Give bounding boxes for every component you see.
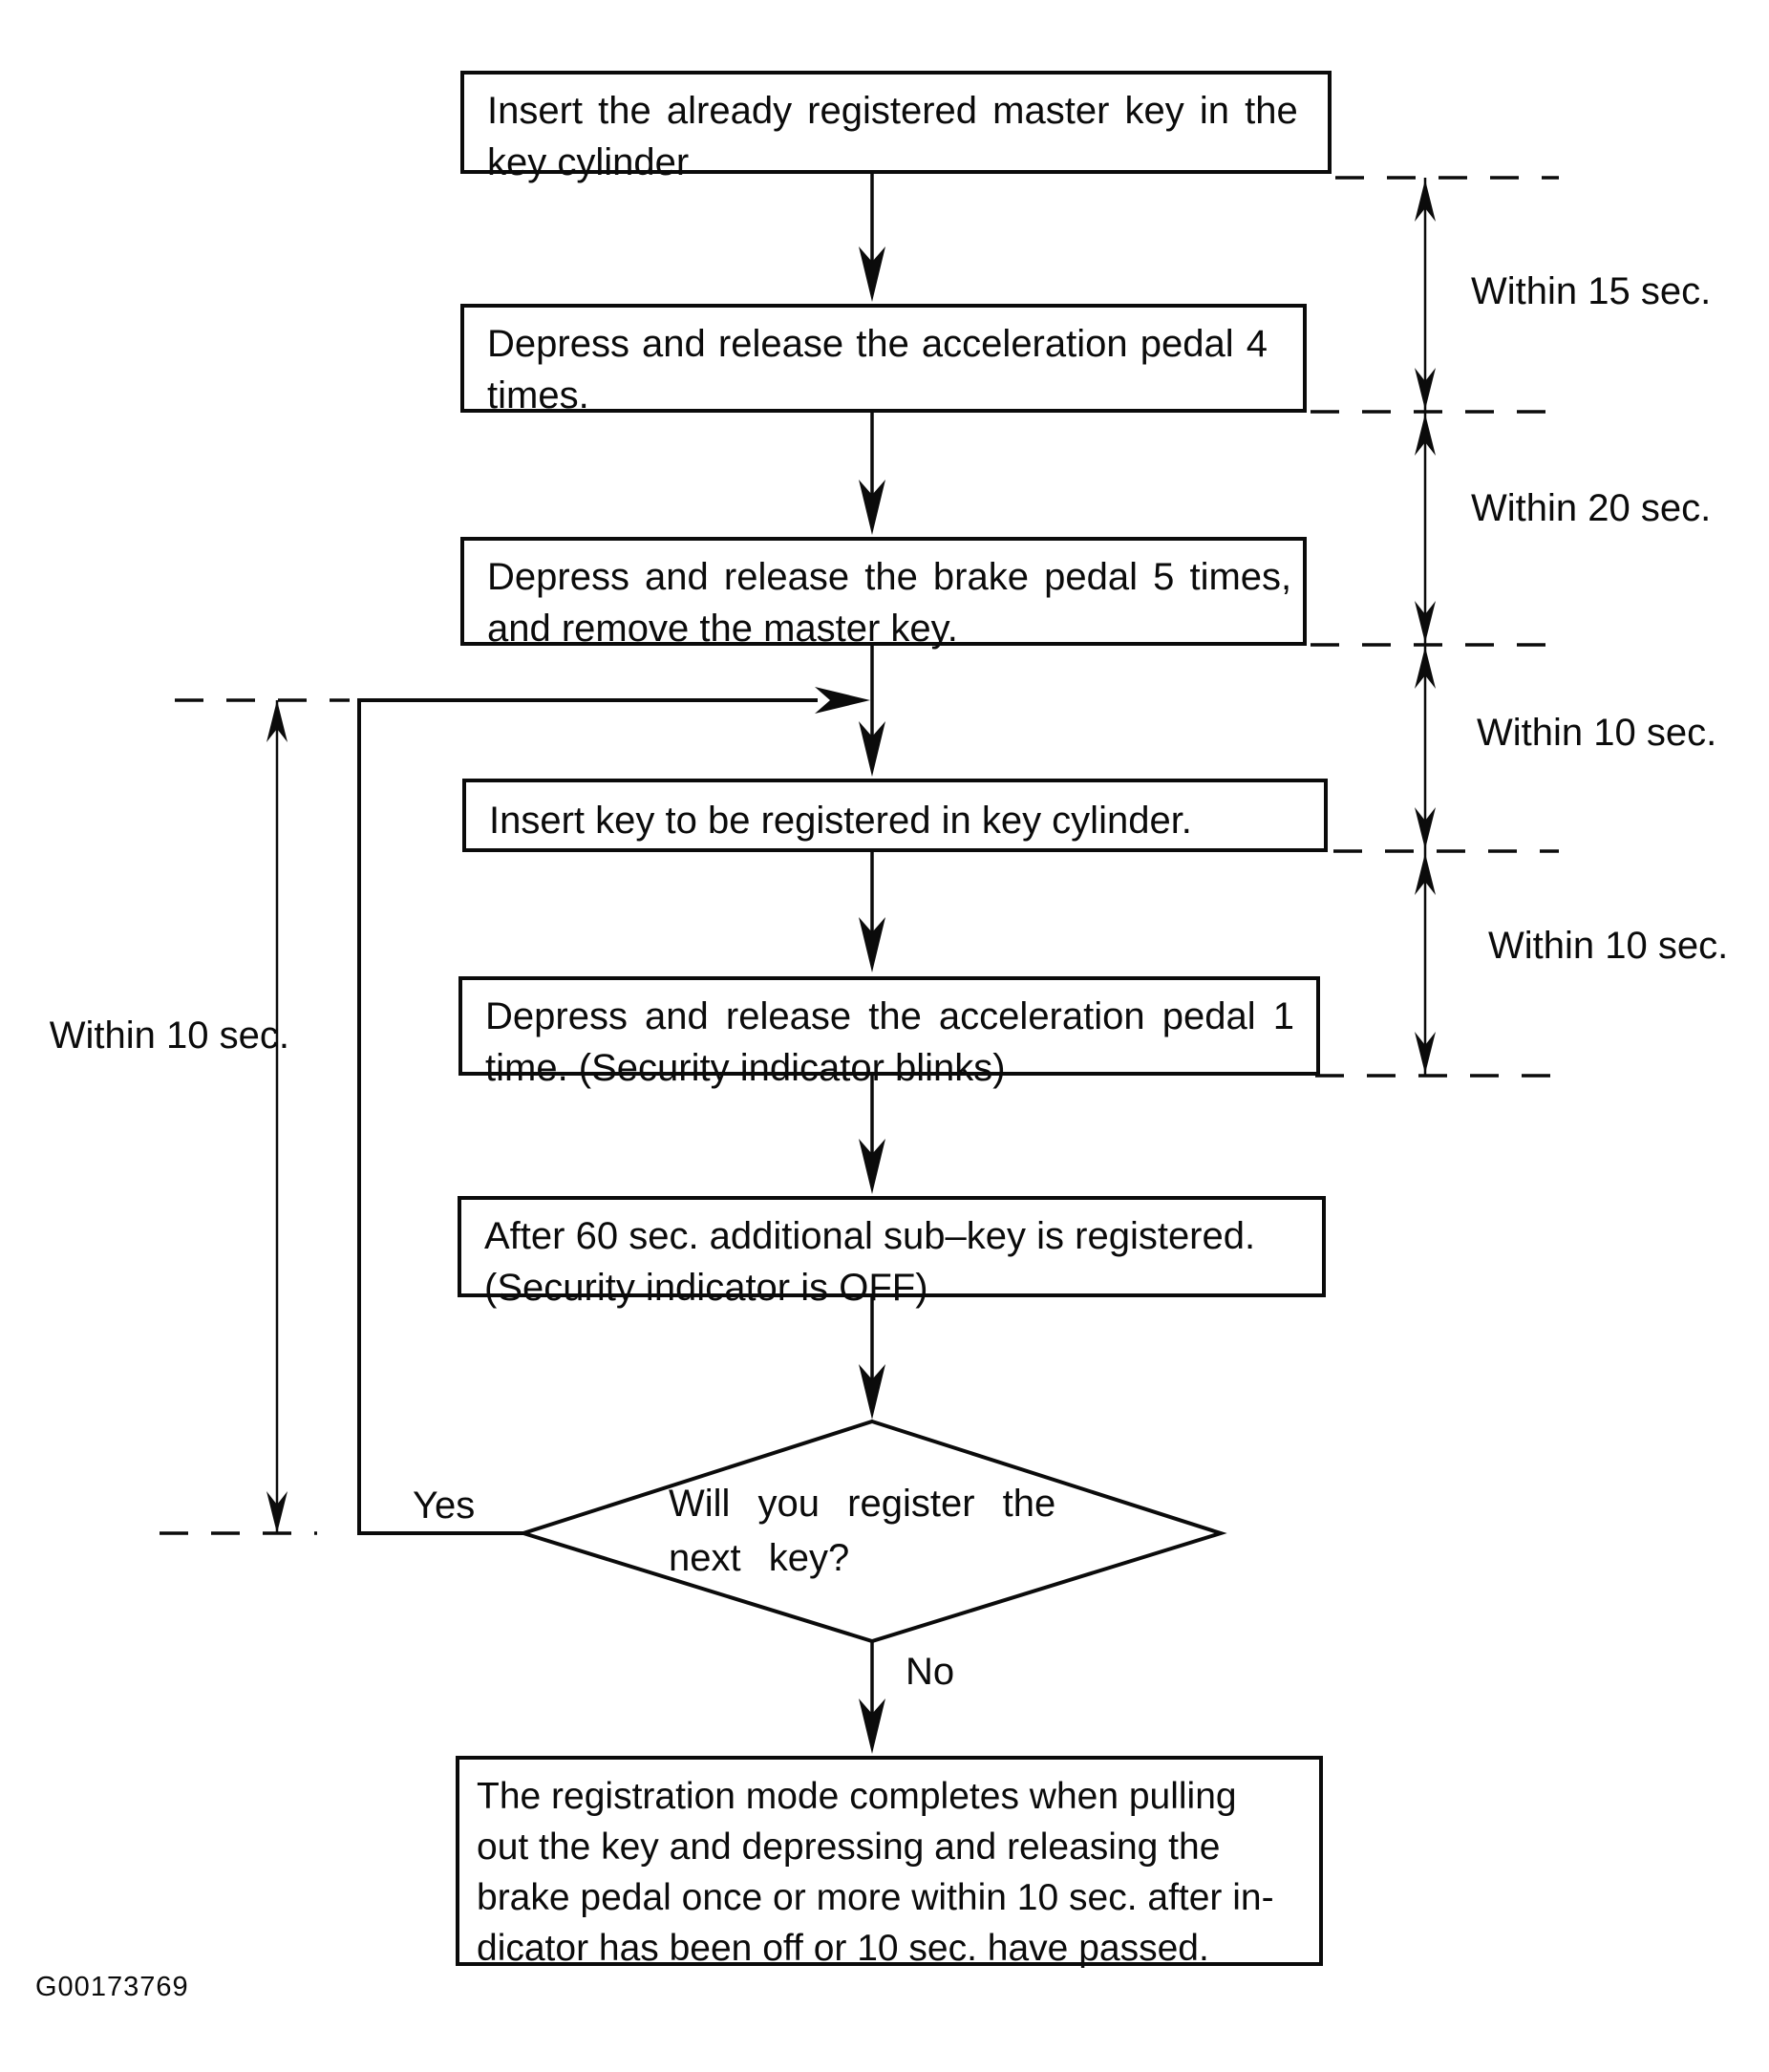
step-text-line: After 60 sec. additional sub–key is regi…: [484, 1215, 1256, 1257]
step-text-line: Depress and release the acceleration ped…: [485, 995, 1294, 1037]
step-text-line: The registration mode completes when pul…: [477, 1776, 1237, 1817]
arrowhead-up-measure-10sb: [1415, 853, 1436, 895]
decision-will-you-register-next-key: Will you register the next key?: [669, 1477, 1055, 1586]
timing-label-within-20-sec: Within 20 sec.: [1471, 487, 1712, 529]
decision-text-line: Will you register the: [669, 1483, 1056, 1525]
step-text-line: Insert the already registered master key…: [487, 90, 1298, 132]
step-text-line: Depress and release the acceleration ped…: [487, 323, 1268, 365]
process-step-accel-pedal-1-time: Depress and release the acceleration ped…: [458, 976, 1320, 1089]
arrowhead-down-step5: [859, 917, 885, 972]
arrowhead-up-measure-10sa: [1415, 647, 1436, 689]
arrowhead-down-decision: [859, 1364, 885, 1420]
step-text-line: brake pedal once or more within 10 sec. …: [477, 1877, 1274, 1918]
step-text-line: (Security indicator is OFF): [484, 1267, 928, 1309]
step-text-line: times.: [487, 374, 589, 417]
arrowhead-down-measure-20s: [1415, 601, 1436, 643]
yes-loop-path: [357, 698, 818, 1535]
arrowhead-down-measure-15s: [1415, 368, 1436, 410]
process-step-insert-key-to-register: Insert key to be registered in key cylin…: [462, 779, 1328, 852]
step-text-line: and remove the master key.: [487, 608, 958, 650]
timing-label-within-10-sec-loop: Within 10 sec.: [49, 1015, 289, 1057]
arrowhead-right-merge: [815, 687, 870, 714]
timing-label-within-10-sec-accel: Within 10 sec.: [1488, 925, 1729, 967]
arrowhead-up-left-measure: [266, 700, 288, 742]
timing-label-within-10-sec-insert: Within 10 sec.: [1477, 712, 1717, 754]
arrowhead-down-step6: [859, 1139, 885, 1194]
process-step-brake-pedal-5-times: Depress and release the brake pedal 5 ti…: [460, 537, 1307, 650]
process-step-accel-pedal-4-times: Depress and release the acceleration ped…: [460, 304, 1307, 417]
no-branch-label: No: [906, 1651, 955, 1693]
timing-label-within-15-sec: Within 15 sec.: [1471, 270, 1712, 312]
arrowhead-down-measure-10sa: [1415, 807, 1436, 849]
process-step-registration-complete: The registration mode completes when pul…: [456, 1756, 1323, 1969]
arrowhead-down-measure-10sb: [1415, 1032, 1436, 1074]
arrowheads: [266, 180, 1436, 1754]
step-text-line: dicator has been off or 10 sec. have pas…: [477, 1928, 1209, 1969]
step-text-line: Depress and release the brake pedal 5 ti…: [487, 556, 1292, 598]
step-text-line: out the key and depressing and releasing…: [477, 1826, 1221, 1868]
figure-code: G00173769: [35, 1972, 189, 2002]
step-text-line: time. (Security indicator blinks): [485, 1047, 1006, 1089]
decision-diamond-shape: [517, 1419, 1227, 1644]
arrowhead-down-step3: [859, 480, 885, 535]
step-text-line: Insert key to be registered in key cylin…: [489, 800, 1192, 842]
arrowhead-down-step2: [859, 246, 885, 302]
process-step-sub-key-registered: After 60 sec. additional sub–key is regi…: [458, 1196, 1326, 1309]
decision-text-line: next key?: [669, 1537, 850, 1579]
process-step-insert-master-key: Insert the already registered master key…: [460, 71, 1332, 183]
dashed-guide-lines: [160, 176, 1563, 1535]
step-text-line: key cylinder: [487, 141, 690, 183]
arrowhead-up-measure-15s: [1415, 180, 1436, 222]
yes-branch-label: Yes: [413, 1485, 476, 1527]
arrowhead-down-left-measure: [266, 1491, 288, 1533]
arrowhead-up-measure-20s: [1415, 414, 1436, 456]
arrowhead-down-step4: [859, 721, 885, 777]
arrowhead-down-step7: [859, 1698, 885, 1754]
